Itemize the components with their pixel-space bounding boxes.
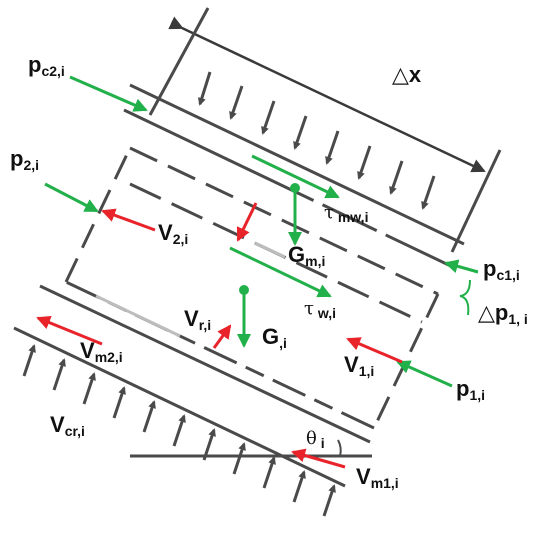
p1-arrow [396,360,453,388]
dp1-label: △p1, i [478,300,528,327]
pc2-label: pc2,i [28,52,65,79]
dp-bracket [459,279,471,316]
p1-label: p1,i [456,376,485,403]
pc1-label: pc1,i [483,256,520,283]
surface-load-arrows [197,71,436,210]
p2-arrow [44,182,99,213]
tau-mw-arrow [251,154,340,199]
dx-dimension [148,7,502,253]
angle-reference [130,439,372,458]
vm1-label: Vm1,i [356,464,399,491]
vm2-arrow [36,316,103,346]
vr-arrow [212,324,232,349]
ground-load-arrows [22,344,336,517]
dx-label: △x [392,62,422,87]
v1-label: V1,i [344,352,374,379]
v2-label: V2,i [158,220,188,247]
velocity-arrows [36,202,403,469]
v2-arrow [101,208,156,232]
g-label: G,i [262,324,287,351]
wall-normal-arrow [236,202,258,242]
vcr-label: Vcr,i [50,412,85,439]
pressure-arrows [44,75,479,388]
p2-label: p2,i [10,146,39,173]
g-gravity-arrow [237,285,251,348]
pc1-arrow [444,259,479,274]
vr-label: Vr,i [184,306,211,333]
v1-arrow [346,337,403,364]
control-volume [64,146,440,430]
tau-w-arrow [229,246,332,298]
vm1-arrow [291,448,346,469]
tau-w-label: τ w,i [304,298,336,321]
gm-label: Gm,i [288,242,325,269]
vm2-label: Vm2,i [80,338,123,365]
theta-label: θ i [306,428,325,451]
gm-gravity-arrow [288,183,302,246]
pc2-arrow [69,75,148,112]
lower-wall [13,284,371,488]
tau-mw-label: τ mw,i [324,202,368,225]
upper-wall [123,83,465,270]
